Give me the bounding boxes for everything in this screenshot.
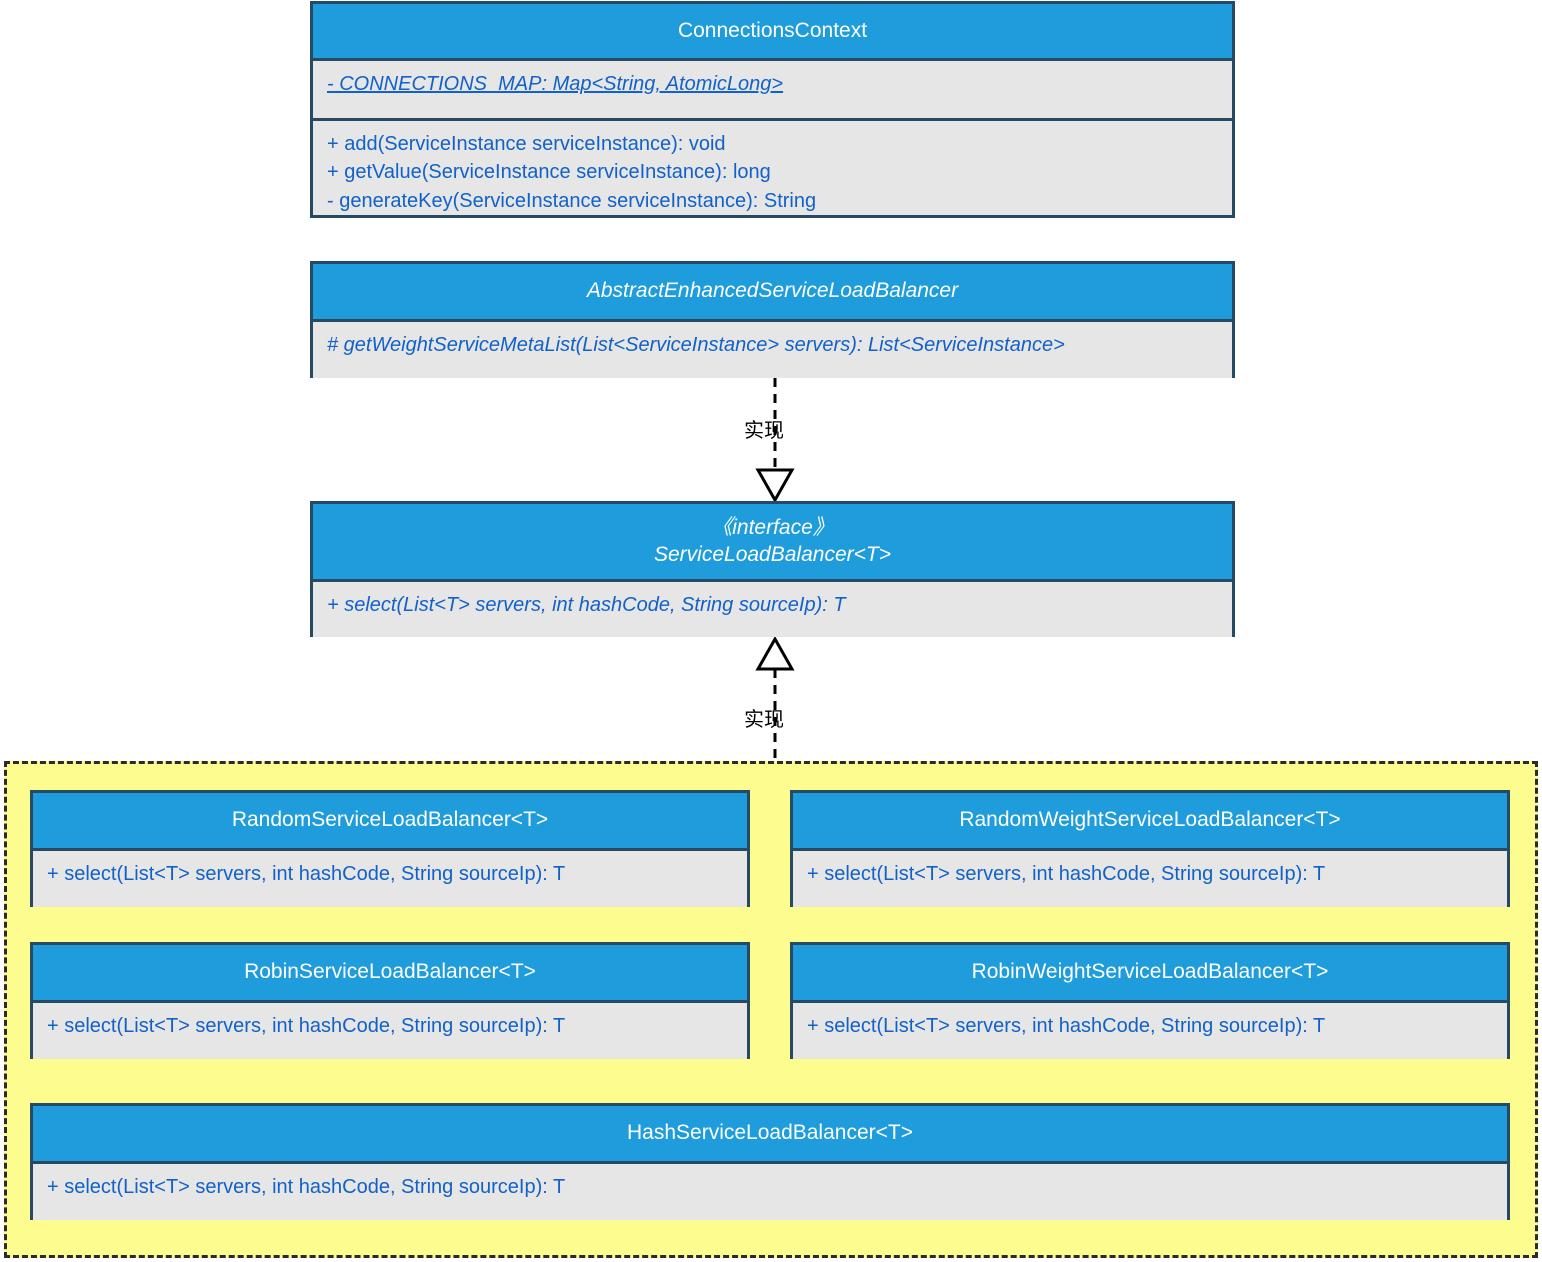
method-row: + select(List<T> servers, int hashCode, … [807, 863, 1326, 885]
class-title: RobinWeightServiceLoadBalancer<T> [971, 960, 1329, 984]
method-row: + select(List<T> servers, int hashCode, … [47, 1176, 566, 1198]
class-header-random-weight-service-load-balancer: RandomWeightServiceLoadBalancer<T> [793, 793, 1507, 851]
connector-label-implements-2: 实现 [744, 709, 784, 731]
class-box-random-service-load-balancer[interactable]: RandomServiceLoadBalancer<T> + select(Li… [30, 790, 750, 907]
class-header-robin-service-load-balancer: RobinServiceLoadBalancer<T> [33, 945, 747, 1003]
class-title: ConnectionsContext [677, 18, 868, 42]
attributes-section-connections-context: - CONNECTIONS_MAP: Map<String, AtomicLon… [313, 61, 1232, 118]
class-box-robin-weight-service-load-balancer[interactable]: RobinWeightServiceLoadBalancer<T> + sele… [790, 942, 1510, 1059]
methods-section-random: + select(List<T> servers, int hashCode, … [33, 851, 747, 907]
methods-section-random-weight: + select(List<T> servers, int hashCode, … [793, 851, 1507, 907]
class-title: AbstractEnhancedServiceLoadBalancer [586, 279, 959, 303]
class-stereotype: 《interface》 [711, 515, 834, 539]
class-header-hash-service-load-balancer: HashServiceLoadBalancer<T> [33, 1106, 1507, 1164]
class-title: ServiceLoadBalancer<T> [654, 542, 891, 566]
method-row: - generateKey(ServiceInstance serviceIns… [327, 189, 817, 212]
method-row: + select(List<T> servers, int hashCode, … [47, 863, 566, 885]
attribute-row: - CONNECTIONS_MAP: Map<String, AtomicLon… [327, 73, 784, 95]
class-box-abstract-enhanced-service-load-balancer[interactable]: AbstractEnhancedServiceLoadBalancer # ge… [310, 261, 1235, 378]
class-header-robin-weight-service-load-balancer: RobinWeightServiceLoadBalancer<T> [793, 945, 1507, 1003]
class-box-service-load-balancer-interface[interactable]: 《interface》 ServiceLoadBalancer<T> + sel… [310, 501, 1235, 637]
methods-section-service-load-balancer: + select(List<T> servers, int hashCode, … [313, 582, 1232, 637]
class-header-random-service-load-balancer: RandomServiceLoadBalancer<T> [33, 793, 747, 851]
methods-section-robin-weight: + select(List<T> servers, int hashCode, … [793, 1003, 1507, 1059]
methods-section-robin: + select(List<T> servers, int hashCode, … [33, 1003, 747, 1059]
method-row: # getWeightServiceMetaList(List<ServiceI… [327, 334, 1065, 356]
methods-section-hash: + select(List<T> servers, int hashCode, … [33, 1164, 1507, 1220]
method-row: + select(List<T> servers, int hashCode, … [327, 594, 846, 616]
method-row: + select(List<T> servers, int hashCode, … [807, 1015, 1326, 1037]
class-title: RandomServiceLoadBalancer<T> [231, 808, 549, 832]
class-title: RobinServiceLoadBalancer<T> [244, 960, 536, 984]
method-row: + select(List<T> servers, int hashCode, … [47, 1015, 566, 1037]
method-row: + add(ServiceInstance serviceInstance): … [327, 133, 726, 155]
class-box-hash-service-load-balancer[interactable]: HashServiceLoadBalancer<T> + select(List… [30, 1103, 1510, 1220]
class-header-connections-context: ConnectionsContext [313, 4, 1232, 61]
connector-label-implements-1: 实现 [744, 420, 784, 442]
method-row: + getValue(ServiceInstance serviceInstan… [327, 161, 771, 184]
class-title: HashServiceLoadBalancer<T> [626, 1121, 913, 1145]
class-title: RandomWeightServiceLoadBalancer<T> [959, 808, 1341, 832]
class-box-connections-context[interactable]: ConnectionsContext - CONNECTIONS_MAP: Ma… [310, 1, 1235, 218]
class-box-robin-service-load-balancer[interactable]: RobinServiceLoadBalancer<T> + select(Lis… [30, 942, 750, 1059]
connector-abstract-to-interface [755, 378, 795, 502]
class-header-abstract-enhanced-service-load-balancer: AbstractEnhancedServiceLoadBalancer [313, 264, 1232, 322]
class-header-service-load-balancer-interface: 《interface》 ServiceLoadBalancer<T> [313, 504, 1232, 582]
methods-section-abstract-enhanced: # getWeightServiceMetaList(List<ServiceI… [313, 322, 1232, 378]
connector-implementations-to-interface [755, 637, 795, 763]
methods-section-connections-context: + add(ServiceInstance serviceInstance): … [313, 118, 1232, 215]
class-box-random-weight-service-load-balancer[interactable]: RandomWeightServiceLoadBalancer<T> + sel… [790, 790, 1510, 907]
